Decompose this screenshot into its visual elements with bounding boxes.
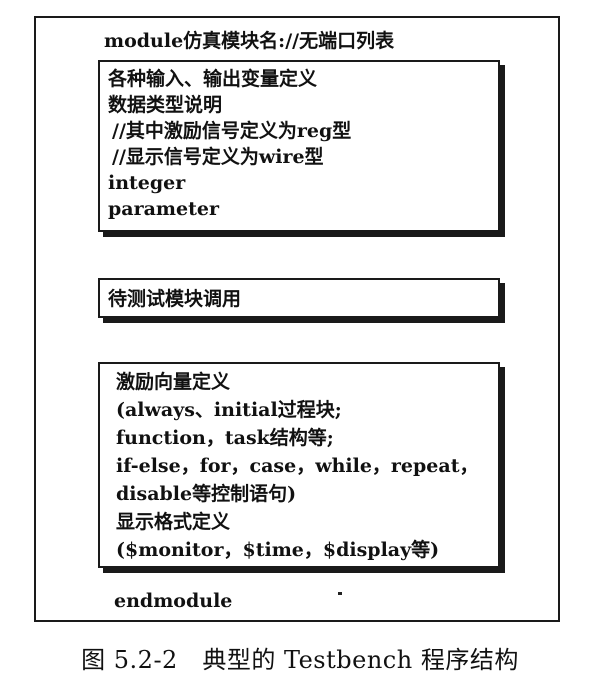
figure-caption: 图 5.2-2 典型的 Testbench 程序结构 [81, 646, 519, 674]
stimulus-definition-box: 激励向量定义 (always、initial过程块; function，task… [98, 362, 500, 568]
box1-line: //显示信号定义为wire型 [112, 146, 324, 168]
box1-line: parameter [108, 198, 219, 220]
box3-line: disable等控制语句) [116, 483, 297, 505]
box1-line: //其中激励信号定义为reg型 [112, 120, 352, 142]
box2-line: 待测试模块调用 [108, 288, 242, 310]
box3-line: function，task结构等; [116, 427, 334, 449]
testbench-outer-frame [34, 16, 560, 622]
box1-line: integer [108, 172, 186, 194]
box3-line: (always、initial过程块; [116, 399, 342, 421]
box3-line: 激励向量定义 [116, 371, 231, 393]
variable-definition-box: 各种输入、输出变量定义 数据类型说明 //其中激励信号定义为reg型 //显示信… [98, 60, 500, 232]
box1-line: 数据类型说明 [108, 94, 223, 116]
stray-mark [338, 592, 342, 595]
box3-line: ($monitor，$time，$display等) [116, 539, 440, 561]
box3-line: 显示格式定义 [116, 511, 231, 533]
endmodule-footer: endmodule [114, 590, 233, 612]
box1-line: 各种输入、输出变量定义 [108, 68, 318, 90]
module-header: module仿真模块名://无端口列表 [104, 30, 395, 52]
box3-line: if-else，for，case，while，repeat， [116, 455, 479, 477]
module-instantiation-box: 待测试模块调用 [98, 278, 500, 318]
